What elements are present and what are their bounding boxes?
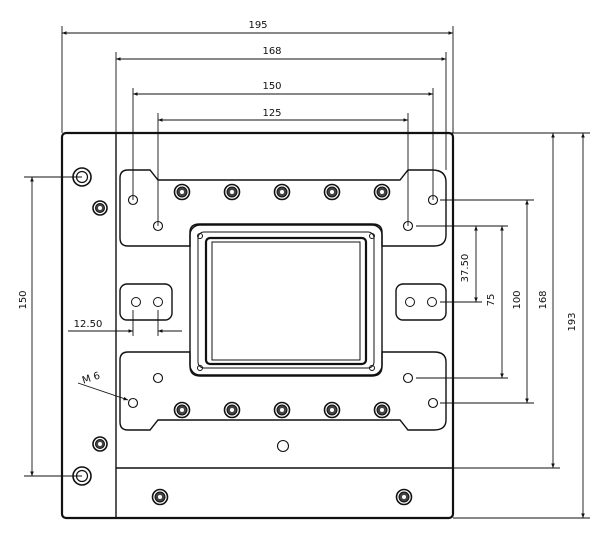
dim-193: 193 xyxy=(453,132,590,519)
hole-icon xyxy=(276,439,290,453)
dim-label-168-right: 168 xyxy=(538,290,549,309)
dim-150-left: 150 xyxy=(18,176,82,477)
hole-icon xyxy=(427,397,439,409)
dim-label-150-left: 150 xyxy=(18,290,29,309)
hole-icon xyxy=(402,372,414,384)
dim-label-193: 193 xyxy=(567,312,578,331)
center-window xyxy=(189,224,383,376)
bolt-icon xyxy=(273,183,291,201)
dim-125-top: 125 xyxy=(157,108,409,226)
bolt-icon xyxy=(92,436,108,452)
dim-label-125-top: 125 xyxy=(262,108,281,119)
dim-12-50: 12.50 xyxy=(68,310,182,336)
dim-label-37-50: 37.50 xyxy=(460,254,471,283)
bolt-icon xyxy=(323,183,341,201)
bolt-icon xyxy=(173,401,191,419)
dim-195: 195 xyxy=(61,20,454,133)
thread-callout: M 6 xyxy=(77,371,129,401)
dim-37-50: 37.50 xyxy=(416,225,482,303)
dim-168-top: 168 xyxy=(115,46,447,170)
hole-icon xyxy=(152,372,164,384)
hole-icon xyxy=(127,397,139,409)
bolt-icon xyxy=(273,401,291,419)
bolt-icon xyxy=(323,401,341,419)
bottom-flange xyxy=(119,351,447,431)
bolt-icon xyxy=(173,183,191,201)
dim-75: 75 xyxy=(416,225,508,379)
dim-label-75: 75 xyxy=(486,294,497,307)
outer-plate xyxy=(60,131,455,520)
dim-label-12-50: 12.50 xyxy=(74,319,103,330)
dim-168-right: 168 xyxy=(446,132,560,469)
bolt-set xyxy=(72,167,413,506)
bolt-icon xyxy=(373,401,391,419)
dim-label-195: 195 xyxy=(248,20,267,31)
dim-100: 100 xyxy=(440,199,534,404)
bolt-icon xyxy=(223,401,241,419)
dim-150-top: 150 xyxy=(132,81,434,200)
dim-label-100: 100 xyxy=(512,290,523,309)
bolt-icon xyxy=(395,488,413,506)
thread-label: M 6 xyxy=(81,371,102,387)
dim-label-168-top: 168 xyxy=(262,46,281,57)
bolt-icon xyxy=(151,488,169,506)
bolt-icon xyxy=(373,183,391,201)
top-flange xyxy=(119,169,447,247)
bolt-icon xyxy=(223,183,241,201)
bolt-icon xyxy=(92,200,108,216)
dim-label-150-top: 150 xyxy=(262,81,281,92)
left-block xyxy=(119,283,173,321)
right-block xyxy=(395,283,447,321)
